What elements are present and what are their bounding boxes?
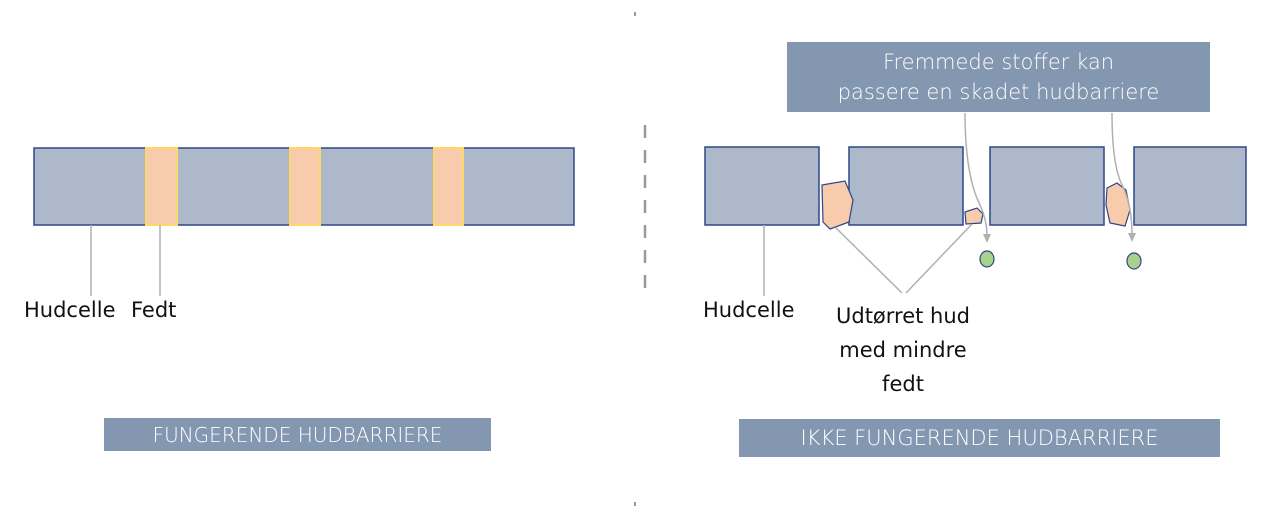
banner-functioning-text: FUNGERENDE HUDBARRIERE	[152, 422, 443, 447]
arrow-head	[983, 234, 991, 243]
callout-line: Fremmede stoffer kan	[882, 50, 1115, 74]
substance-path-arrow	[1111, 112, 1133, 236]
fat-layer	[145, 147, 178, 226]
damaged-fat	[1105, 182, 1131, 227]
fat-layer	[289, 147, 321, 226]
leader-line-dried	[905, 223, 973, 294]
damaged-fat	[964, 207, 984, 225]
skin-cell	[848, 146, 964, 226]
foreign-particle	[979, 250, 995, 268]
banner-not-functioning	[739, 419, 1220, 457]
skin-cell	[704, 146, 820, 226]
callout-box	[787, 42, 1210, 112]
skin-cell	[989, 146, 1105, 226]
label-dried-skin-line: med mindre	[839, 338, 967, 362]
label-dried-skin-line: fedt	[882, 372, 924, 396]
label-hudcelle-right: Hudcelle	[703, 298, 795, 322]
callout-line: passere en skadet hudbarriere	[837, 80, 1160, 104]
label-dried-skin-line: Udtørret hud	[836, 304, 970, 328]
label-fedt: Fedt	[131, 298, 177, 322]
arrow-head	[1128, 233, 1136, 242]
foreign-particle	[1126, 252, 1142, 270]
substance-path-arrow	[964, 112, 988, 237]
banner-functioning	[104, 418, 491, 451]
skin-cell	[1133, 146, 1247, 226]
label-hudcelle: Hudcelle	[24, 298, 116, 322]
fat-layer	[433, 147, 464, 226]
callout-text: Fremmede stoffer kan passere en skadet h…	[787, 44, 1210, 110]
damaged-fat	[821, 180, 854, 230]
banner-not-functioning-text: IKKE FUNGERENDE HUDBARRIERE	[800, 426, 1159, 450]
leader-line-dried	[835, 227, 903, 294]
label-dried-skin: Udtørret hud med mindre fedt	[820, 299, 986, 401]
